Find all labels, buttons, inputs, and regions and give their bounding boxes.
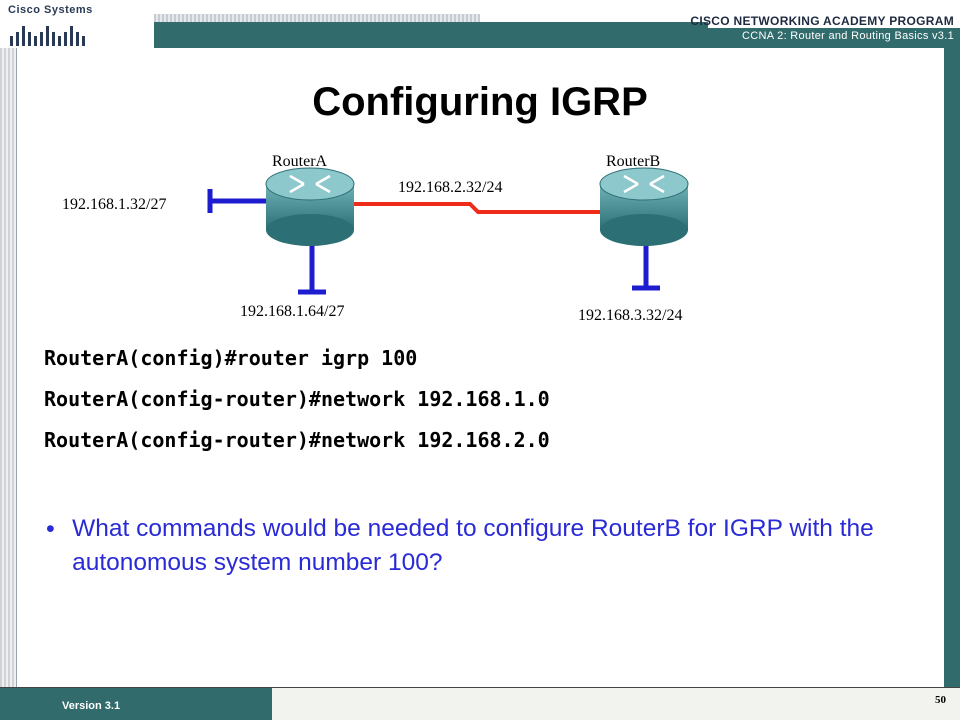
cisco-bridge-icon (10, 26, 85, 46)
left-border-line (16, 48, 17, 688)
lan-link-left (207, 189, 270, 213)
network-label-a-left: 192.168.1.32/27 (62, 196, 166, 213)
footer-band: Version 3.1 (0, 688, 272, 720)
command-line: RouterA(config)#router igrp 100 (44, 346, 418, 370)
logo-text: Cisco Systems (8, 4, 93, 16)
cisco-logo: Cisco Systems (8, 4, 148, 50)
router-icon (265, 167, 355, 246)
left-border-pattern (0, 48, 16, 688)
network-label-serial: 192.168.2.32/24 (398, 179, 502, 196)
slide-footer: Version 3.1 50 (0, 687, 960, 720)
router-b-label: RouterB (606, 153, 660, 170)
router-icon (599, 167, 689, 246)
question-bullet: • What commands would be needed to confi… (46, 512, 926, 580)
serial-link (350, 202, 600, 214)
page-number: 50 (935, 694, 946, 706)
network-label-a-bottom: 192.168.1.64/27 (240, 303, 344, 320)
version-label: Version 3.1 (62, 700, 121, 712)
header-band (154, 28, 960, 48)
question-text: What commands would be needed to configu… (72, 515, 874, 576)
network-diagram: RouterA RouterB 192.168.1.32/27 192.168.… (62, 153, 689, 324)
network-label-b-bottom: 192.168.3.32/24 (578, 307, 682, 324)
program-title: CISCO NETWORKING ACADEMY PROGRAM (690, 14, 954, 28)
router-a-label: RouterA (272, 153, 328, 170)
bullet-icon: • (46, 515, 55, 543)
slide-header: Cisco Systems CISCO NETWORKING ACADEMY P… (0, 0, 960, 55)
slide-title: Configuring IGRP (312, 80, 648, 124)
header-band-upper (154, 22, 708, 30)
course-title: CCNA 2: Router and Routing Basics v3.1 (742, 30, 954, 42)
command-block: RouterA(config)#router igrp 100 RouterA(… (44, 343, 550, 466)
footer-page-area: 50 (272, 688, 960, 720)
right-border (944, 48, 960, 688)
command-line: RouterA(config-router)#network 192.168.2… (44, 428, 550, 452)
command-line: RouterA(config-router)#network 192.168.1… (44, 387, 550, 411)
